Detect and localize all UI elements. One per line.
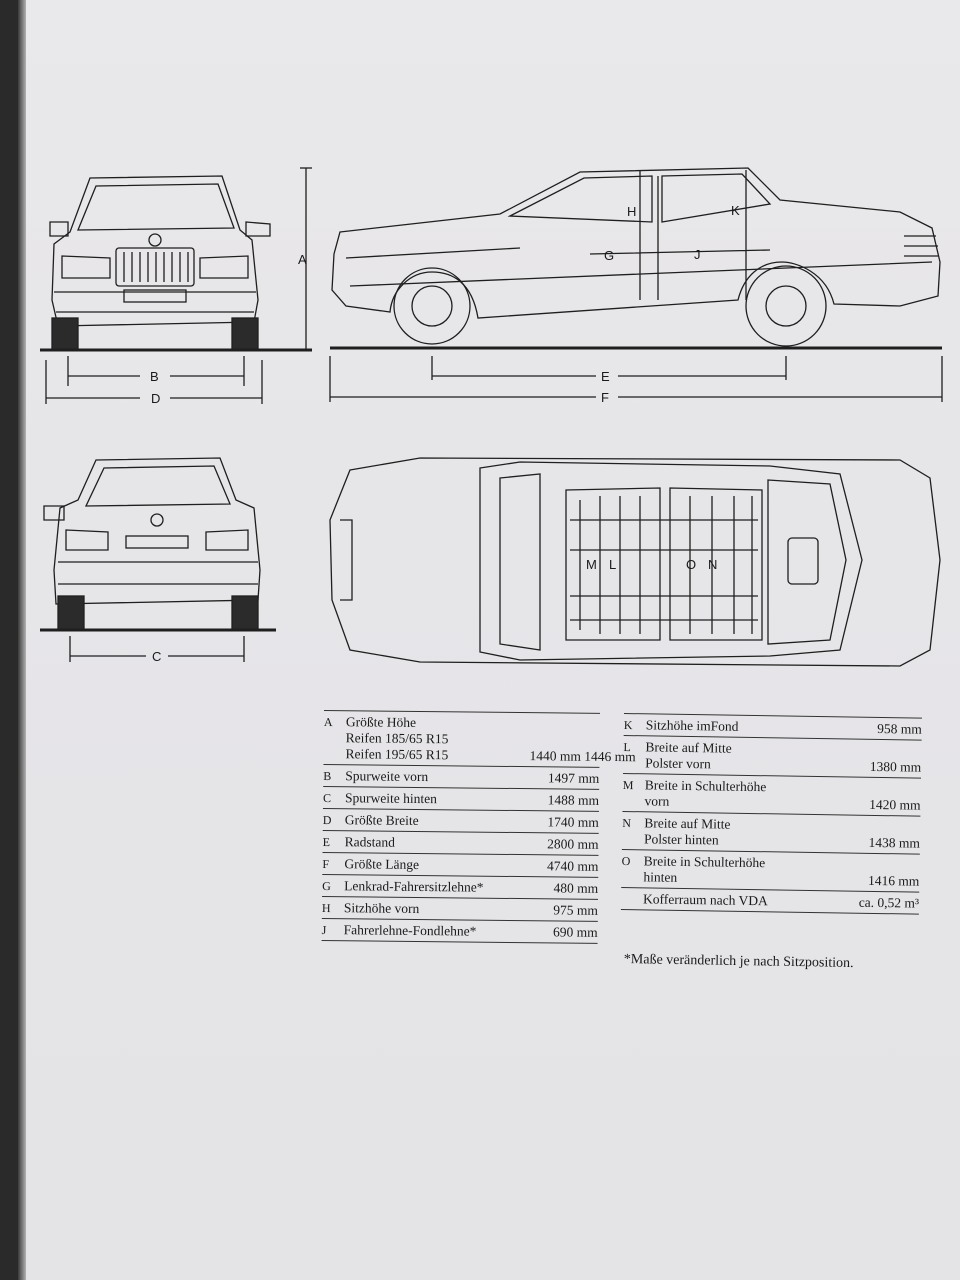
spec-row: L Breite auf Mitte Polster vorn 1380 mm (623, 735, 922, 779)
spec-value: 1438 mm (868, 834, 921, 851)
label-g: G (604, 248, 614, 263)
spec-key: F (322, 856, 330, 872)
label-l: L (609, 557, 616, 572)
spec-label: Sitzhöhe vorn (343, 900, 420, 917)
spec-label: Größte Höhe Reifen 185/65 R15 Reifen 195… (345, 714, 449, 763)
spec-key: M (622, 777, 634, 793)
label-a: A (298, 252, 307, 267)
spec-row: O Breite in Schulterhöhe hinten 1416 mm (621, 849, 920, 893)
spec-key: L (623, 739, 631, 755)
spec-key: E (322, 834, 331, 850)
spec-label: Spurweite hinten (345, 790, 438, 807)
spec-label: Sitzhöhe imFond (645, 717, 739, 734)
spec-value: 1488 mm (547, 792, 600, 808)
spec-value: 1420 mm (869, 796, 921, 813)
spec-key: K (623, 717, 633, 733)
spec-label: Fahrerlehne-Fondlehne* (343, 922, 477, 939)
label-m: M (586, 557, 597, 572)
label-h: H (627, 204, 636, 219)
label-o: O (686, 557, 696, 572)
spec-key: A (323, 714, 333, 730)
spec-key: O (621, 853, 631, 869)
spec-row: C Spurweite hinten 1488 mm (322, 786, 600, 812)
spec-value: 1740 mm (547, 814, 599, 830)
spec-label: Lenkrad-Fahrersitzlehne* (344, 878, 484, 895)
spec-label: Breite auf Mitte Polster hinten (643, 815, 731, 848)
spec-key: C (323, 790, 332, 806)
spec-row: F Größte Länge 4740 mm (322, 852, 599, 878)
spec-row: D Größte Breite 1740 mm (322, 808, 599, 834)
spec-label: Kofferraum nach VDA (642, 891, 768, 909)
spec-table-right: K Sitzhöhe imFond 958 mm L Breite auf Mitte … (620, 713, 922, 915)
label-e: E (601, 369, 610, 384)
spec-row: A Größte Höhe Reifen 185/65 R15 Reifen 19… (323, 710, 636, 768)
spec-key: J (321, 922, 327, 938)
label-d: D (151, 391, 160, 406)
page-edge (18, 0, 28, 1280)
label-k: K (731, 203, 740, 218)
side-view-drawing (329, 167, 943, 402)
spec-value: 958 mm (877, 720, 922, 737)
spec-label: Größte Länge (344, 856, 420, 873)
spec-value: 1416 mm (867, 872, 920, 889)
label-f: F (601, 390, 609, 405)
spec-row: N Breite auf Mitte Polster hinten 1438 mm (621, 811, 921, 855)
spec-value: 690 mm (552, 924, 598, 940)
rear-view-drawing (40, 457, 276, 662)
spec-value: 1440 mm 1446 mm (529, 748, 636, 765)
spec-value: 1380 mm (869, 758, 922, 775)
spec-key: G (322, 878, 331, 894)
spec-label: Breite auf Mitte Polster vorn (645, 739, 732, 772)
spec-value: 1497 mm (547, 770, 600, 786)
spec-value: 975 mm (553, 902, 598, 918)
spec-label: Spurweite vorn (345, 768, 429, 785)
spec-row: H Sitzhöhe vorn 975 mm (321, 896, 599, 922)
front-view-drawing (40, 167, 312, 404)
spec-key: H (321, 900, 331, 916)
label-j: J (694, 247, 701, 262)
label-n: N (708, 557, 717, 572)
spec-label: Radstand (344, 834, 395, 850)
label-b: B (150, 369, 159, 384)
spec-row: E Radstand 2800 mm (322, 830, 599, 856)
spec-value: 2800 mm (547, 836, 599, 852)
spec-value: 4740 mm (546, 858, 599, 874)
spec-row: Kofferraum nach VDA ca. 0,52 m³ (620, 887, 920, 915)
spec-key: N (622, 815, 632, 831)
spec-value: 480 mm (553, 880, 599, 896)
spec-row: G Lenkrad-Fahrersitzlehne* 480 mm (322, 874, 599, 900)
spec-table-left: A Größte Höhe Reifen 185/65 R15 Reifen 19… (321, 710, 636, 944)
spec-row: B Spurweite vorn 1497 mm (323, 764, 600, 790)
spec-row: M Breite in Schulterhöhe vorn 1420 mm (622, 773, 922, 817)
spec-row: J Fahrerlehne-Fondlehne* 690 mm (321, 918, 598, 944)
spec-label: Breite in Schulterhöhe vorn (644, 777, 767, 809)
spec-key (621, 891, 643, 907)
brochure-page (26, 0, 960, 1280)
spec-key: B (323, 768, 332, 784)
spec-label: Größte Breite (344, 812, 419, 828)
top-view-drawing (329, 457, 941, 667)
spec-label: Breite in Schulterhöhe hinten (643, 853, 766, 885)
spec-value: ca. 0,52 m³ (858, 894, 920, 911)
spec-key: D (322, 812, 332, 828)
label-c: C (152, 649, 161, 664)
